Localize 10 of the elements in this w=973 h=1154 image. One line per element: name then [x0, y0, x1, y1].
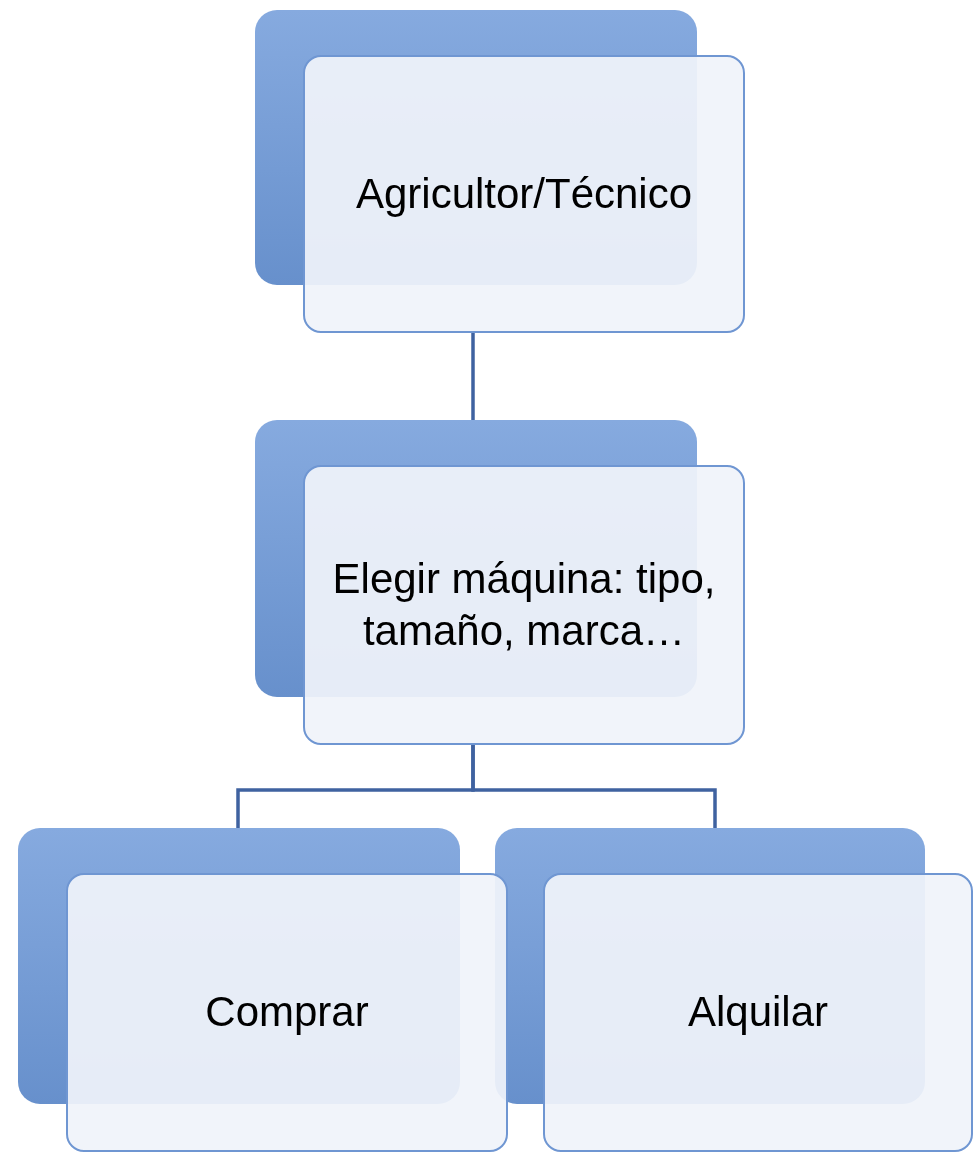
stacked-card — [495, 828, 973, 1152]
connector-line — [471, 745, 717, 828]
card-label: Agricultor/Técnico — [354, 168, 694, 219]
stacked-card — [255, 420, 745, 745]
connector-line — [471, 333, 475, 420]
card-label: Elegir máquina: tipo, tamaño, marca… — [331, 553, 717, 656]
stacked-card — [18, 828, 508, 1152]
stacked-card — [255, 10, 745, 333]
card-label: Alquilar — [686, 987, 830, 1038]
card-label: Comprar — [204, 987, 370, 1038]
